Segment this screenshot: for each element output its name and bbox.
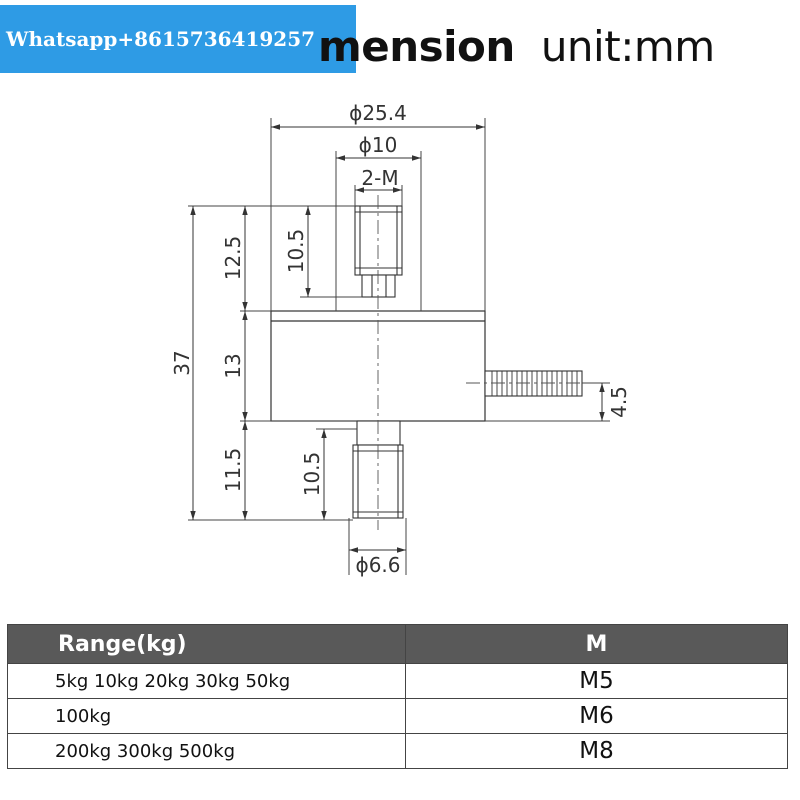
- header-m: M: [405, 624, 788, 664]
- dim-thread-spec: 2-M: [361, 166, 398, 190]
- cell-m: M5: [405, 663, 788, 699]
- range-table: Range(kg) M 5kg 10kg 20kg 30kg 50kg M5 1…: [7, 624, 788, 769]
- table-row: 200kg 300kg 500kg M8: [7, 733, 788, 769]
- cell-m: M8: [405, 733, 788, 769]
- dimension-drawing: ϕ25.4 ϕ10 2-M 37 12.5 10.5 13 11.5 10.5 …: [170, 101, 631, 577]
- title-main: mension: [318, 22, 515, 71]
- dim-bottom-section: 11.5: [221, 448, 245, 493]
- center-lines: [377, 195, 595, 530]
- cell-range: 100kg: [7, 698, 406, 734]
- dim-cable-offset: 4.5: [607, 386, 631, 418]
- header-range: Range(kg): [7, 624, 406, 664]
- cell-m: M6: [405, 698, 788, 734]
- dimension-lines: [190, 124, 605, 553]
- dim-bottom-thread-length: 10.5: [300, 452, 324, 497]
- cell-range: 5kg 10kg 20kg 30kg 50kg: [7, 663, 406, 699]
- watermark-banner: Whatsapp+8615736419257: [0, 5, 356, 73]
- table-header-row: Range(kg) M: [7, 624, 788, 664]
- dimension-labels: ϕ25.4 ϕ10 2-M 37 12.5 10.5 13 11.5 10.5 …: [170, 101, 631, 577]
- table-row: 5kg 10kg 20kg 30kg 50kg M5: [7, 663, 788, 699]
- dim-top-section: 12.5: [221, 236, 245, 281]
- dim-inner-diameter: ϕ10: [359, 133, 398, 157]
- dim-bottom-diameter: ϕ6.6: [356, 553, 401, 577]
- table-row: 100kg M6: [7, 698, 788, 734]
- page-title: mension unit:mm: [318, 22, 715, 71]
- top-stud: [354, 205, 403, 298]
- title-unit: unit:mm: [540, 22, 715, 71]
- dim-body-height: 13: [221, 353, 245, 378]
- dim-outer-diameter: ϕ25.4: [349, 101, 407, 125]
- cell-range: 200kg 300kg 500kg: [7, 733, 406, 769]
- side-connector: [484, 370, 583, 397]
- dim-overall-height: 37: [170, 350, 194, 375]
- dim-top-thread-length: 10.5: [284, 229, 308, 274]
- extension-lines: [188, 118, 610, 575]
